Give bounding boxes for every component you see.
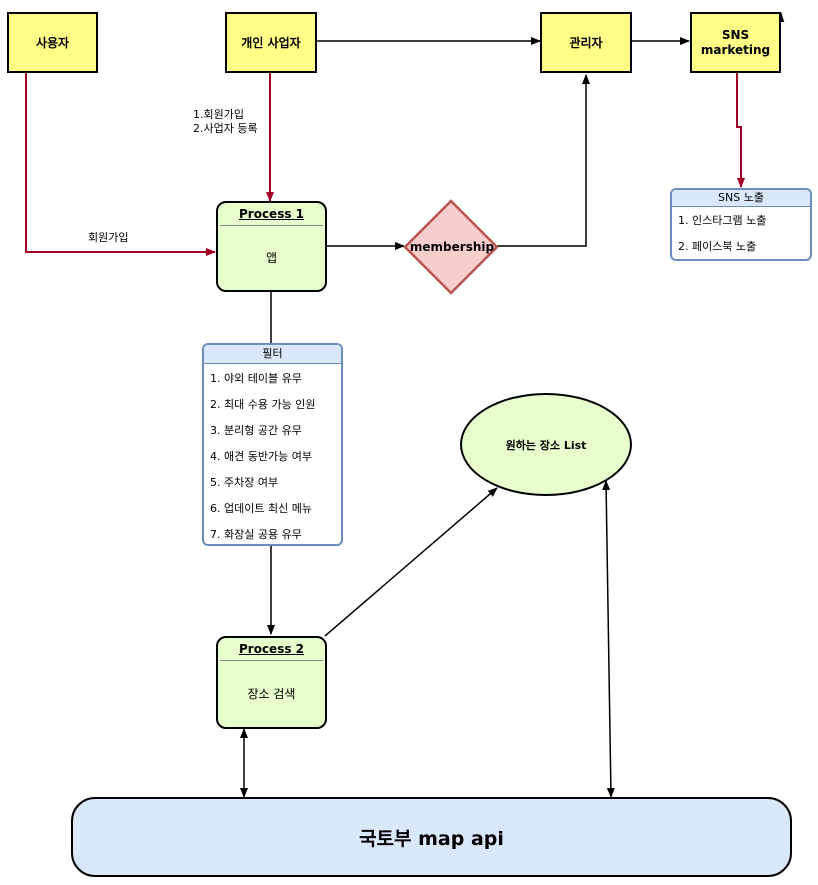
membership-diamond xyxy=(403,199,499,295)
membership-label: membership xyxy=(409,240,495,254)
result-label: 원하는 장소 List xyxy=(505,438,587,452)
edge-result-db xyxy=(602,480,615,798)
actor-user: 사용자 xyxy=(7,12,98,73)
edge-sns-to-list xyxy=(736,73,745,188)
process-2-body: 장소 검색 xyxy=(247,687,296,701)
actor-business-label: 개인 사업자 xyxy=(241,36,301,50)
datastore-label: 국토부 map api xyxy=(359,827,504,850)
filter-list-header: 필터 xyxy=(204,345,341,364)
process-1-body: 앱 xyxy=(265,251,278,265)
filter-list: 필터 1. 야외 테이블 유무 2. 최대 수용 가능 인원 3. 분리형 공간… xyxy=(202,343,343,546)
edge-membership-admin xyxy=(496,74,590,247)
datastore-map-api: 국토부 map api xyxy=(71,797,792,877)
actor-sns-label: SNS marketing xyxy=(700,27,771,57)
list-item: 7. 화장실 공용 유무 xyxy=(210,528,302,541)
list-item: 4. 애견 동반가능 여부 xyxy=(210,450,312,463)
edge-user-to-app xyxy=(25,73,216,256)
process-1-title: Process 1 xyxy=(220,203,323,226)
actor-admin: 관리자 xyxy=(540,12,632,73)
result-place-list: 원하는 장소 List xyxy=(460,393,632,496)
list-item: 6. 업데이트 최신 메뉴 xyxy=(210,502,312,515)
list-item: 2. 페이스북 노출 xyxy=(678,240,757,253)
process-1: Process 1 앱 xyxy=(216,201,327,292)
list-item: 1. 야외 테이블 유무 xyxy=(210,372,302,385)
process-2-title: Process 2 xyxy=(220,638,323,661)
list-item: 1. 인스타그램 노출 xyxy=(678,214,767,227)
sns-exposure-list: SNS 노출 1. 인스타그램 노출 2. 페이스북 노출 xyxy=(670,188,812,261)
edge-label-business-to-app: 1.회원가입 2.사업자 등록 xyxy=(193,108,258,135)
process-2: Process 2 장소 검색 xyxy=(216,636,327,729)
sns-list-header: SNS 노출 xyxy=(672,190,810,207)
list-item: 5. 주차장 여부 xyxy=(210,476,279,489)
actor-user-label: 사용자 xyxy=(35,36,70,50)
edge-process2-result xyxy=(324,487,498,637)
edge-label-user-to-app: 회원가입 xyxy=(88,229,129,245)
list-item: 2. 최대 수용 가능 인원 xyxy=(210,398,316,411)
list-item: 3. 분리형 공간 유무 xyxy=(210,424,302,437)
actor-admin-label: 관리자 xyxy=(569,36,603,50)
actor-sns-marketing: SNS marketing xyxy=(690,12,781,73)
actor-business: 개인 사업자 xyxy=(225,12,317,73)
